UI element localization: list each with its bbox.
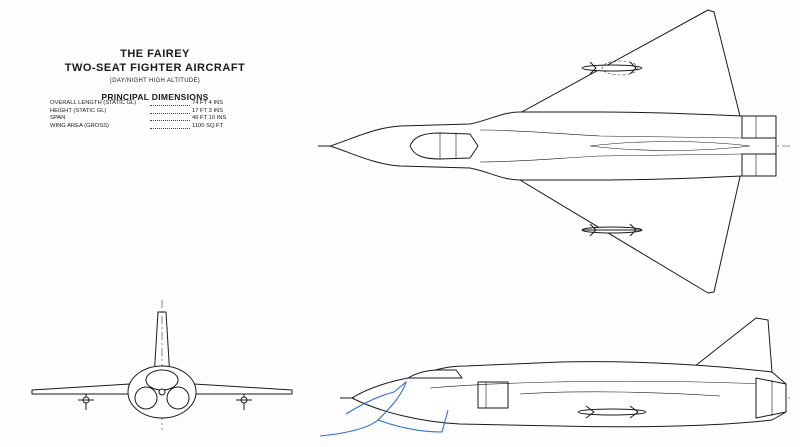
missile-outline — [601, 60, 639, 76]
leader-dots — [150, 100, 190, 106]
lower-exhaust — [741, 153, 777, 177]
canopy-side — [407, 369, 463, 379]
side-view — [319, 317, 790, 437]
title-line-3: (DAY/NIGHT HIGH ALTITUDE) — [109, 78, 201, 84]
dimension-label: WING AREA (GROSS) — [50, 122, 109, 129]
plan-view — [318, 9, 790, 294]
front-view — [31, 300, 293, 430]
front-canopy — [145, 369, 179, 391]
dimension-row: WING AREA (GROSS) 1100 SQ FT — [50, 123, 260, 131]
body-line — [429, 380, 773, 389]
title-line-2: TWO-SEAT FIGHTER AIRCRAFT — [64, 62, 246, 74]
dimensions-heading: PRINCIPAL DIMENSIONS — [101, 92, 209, 102]
dimension-value: 74 FT 4 INS — [192, 100, 224, 106]
front-right-wing — [193, 383, 293, 395]
dimension-value: 1100 SQ FT — [192, 122, 224, 129]
missile-fins — [629, 61, 637, 75]
dimension-label: HEIGHT (STATIC GL) — [50, 107, 107, 114]
missile-fins — [585, 405, 595, 419]
leader-dots — [150, 108, 190, 114]
dimension-label: SPAN — [50, 115, 66, 122]
upper-missile — [581, 60, 643, 76]
front-left-missile — [78, 394, 94, 410]
fuselage-side — [351, 361, 787, 428]
side-fin — [689, 317, 773, 373]
leader-dots — [150, 123, 190, 129]
dimension-row: HEIGHT (STATIC GL) 17 FT 3 INS — [50, 108, 260, 116]
front-right-missile — [236, 394, 252, 410]
lower-missile — [581, 223, 643, 237]
missile-body — [577, 408, 647, 416]
wing-root-line — [519, 391, 721, 397]
front-left-intake — [134, 386, 158, 410]
dimension-row: SPAN 46 FT 10 INS — [50, 115, 260, 123]
intake-side — [477, 381, 509, 409]
canopy-plan — [409, 132, 479, 160]
body-line — [479, 129, 743, 139]
blue-annotation-line — [319, 380, 449, 437]
body-line — [479, 153, 743, 163]
dimension-row: OVERALL LENGTH (STATIC GL) 74 FT 4 INS — [50, 100, 260, 108]
side-missile — [577, 405, 647, 419]
spine-fairing — [589, 141, 751, 151]
dimensions-table: OVERALL LENGTH (STATIC GL) 74 FT 4 INS H… — [50, 100, 260, 130]
leader-dots — [150, 115, 190, 122]
side-exhaust — [755, 377, 787, 419]
missile-fins — [629, 405, 639, 419]
title-block: THE FAIREY TWO-SEAT FIGHTER AIRCRAFT (DA… — [50, 48, 260, 102]
title-line-1: THE FAIREY — [120, 48, 190, 60]
missile-body — [581, 64, 643, 72]
dimension-value: 46 FT 10 INS — [192, 115, 227, 122]
dimension-label: OVERALL LENGTH (STATIC GL) — [50, 100, 137, 106]
fuselage-plan — [329, 111, 777, 181]
front-right-intake — [166, 386, 190, 410]
front-nose — [158, 388, 166, 396]
missile-fins — [589, 61, 597, 75]
dimension-value: 17 FT 3 INS — [192, 107, 224, 114]
upper-exhaust — [741, 115, 777, 139]
front-left-wing — [31, 383, 131, 395]
